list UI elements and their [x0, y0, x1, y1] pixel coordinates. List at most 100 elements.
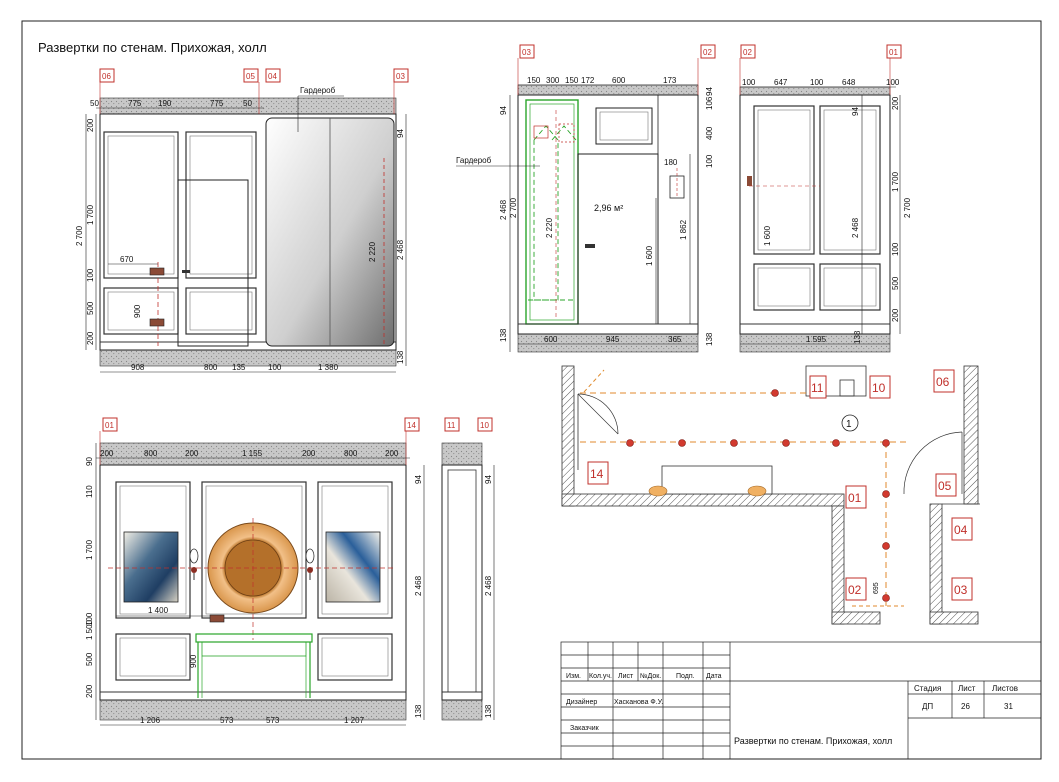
wall-outline: [517, 94, 699, 335]
door-handle: [182, 270, 190, 273]
svg-text:04: 04: [268, 72, 277, 81]
svg-text:Кол.уч.: Кол.уч.: [589, 673, 612, 680]
svg-text:600: 600: [612, 76, 626, 85]
svg-text:2 700: 2 700: [509, 197, 518, 218]
svg-text:50: 50: [90, 99, 99, 108]
svg-text:106: 106: [705, 96, 714, 110]
svg-text:03: 03: [522, 48, 531, 57]
svg-text:110: 110: [85, 485, 94, 498]
elevation-view-1: 670 900 2 220 06 05 04 03 50 775 190 775…: [75, 68, 409, 373]
wall-panel: [185, 287, 257, 335]
svg-text:670: 670: [120, 255, 134, 264]
svg-text:150: 150: [527, 76, 541, 85]
wall-panel-inner: [107, 291, 175, 331]
svg-text:Лист: Лист: [958, 684, 976, 693]
wall-panel-inner: [189, 135, 253, 275]
svg-text:94: 94: [484, 475, 493, 484]
wall-panel-inner: [189, 291, 253, 331]
svg-text:500: 500: [86, 301, 95, 315]
svg-text:200: 200: [302, 449, 316, 458]
svg-text:800: 800: [344, 449, 358, 458]
svg-text:1 700: 1 700: [85, 539, 94, 560]
svg-text:138: 138: [484, 704, 493, 718]
svg-text:775: 775: [210, 99, 224, 108]
svg-text:200: 200: [86, 118, 95, 132]
svg-text:05: 05: [938, 479, 952, 493]
door: [177, 179, 249, 347]
svg-text:648: 648: [842, 78, 856, 87]
svg-text:647: 647: [774, 78, 788, 87]
svg-text:135: 135: [232, 363, 246, 372]
svg-text:14: 14: [407, 421, 416, 430]
sheet-title: Развертки по стенам. Прихожая, холл: [38, 40, 267, 55]
svg-text:900: 900: [189, 654, 198, 668]
svg-text:11: 11: [811, 381, 824, 395]
svg-text:02: 02: [703, 48, 712, 57]
svg-text:190: 190: [158, 99, 172, 108]
floor-slab: [99, 349, 397, 367]
svg-text:Стадия: Стадия: [914, 684, 941, 693]
svg-text:01: 01: [848, 491, 862, 505]
svg-text:1 600: 1 600: [763, 225, 772, 246]
svg-text:100: 100: [891, 242, 900, 256]
svg-text:800: 800: [144, 449, 158, 458]
svg-text:14: 14: [590, 467, 604, 481]
svg-text:138: 138: [853, 330, 862, 344]
svg-text:200: 200: [100, 449, 114, 458]
svg-text:1 400: 1 400: [148, 606, 169, 615]
svg-text:200: 200: [385, 449, 399, 458]
svg-text:173: 173: [663, 76, 677, 85]
svg-text:11: 11: [447, 421, 456, 430]
svg-text:2 468: 2 468: [499, 199, 508, 220]
svg-text:600: 600: [544, 335, 558, 344]
svg-text:04: 04: [954, 523, 968, 537]
svg-text:100: 100: [886, 78, 900, 87]
svg-text:200: 200: [185, 449, 199, 458]
svg-text:2 700: 2 700: [903, 197, 912, 218]
socket-icon: [149, 267, 165, 276]
ceiling-light-points: [626, 389, 890, 602]
svg-text:2 220: 2 220: [545, 217, 554, 238]
svg-text:908: 908: [131, 363, 145, 372]
title-block-text: Изм. Кол.уч. Лист №Док. Подп. Дата Дизай…: [566, 673, 1018, 746]
svg-text:800: 800: [204, 363, 218, 372]
svg-text:500: 500: [85, 652, 94, 666]
svg-text:Заказчик: Заказчик: [570, 725, 600, 732]
svg-text:100: 100: [85, 612, 94, 626]
svg-text:100: 100: [742, 78, 756, 87]
svg-text:1 700: 1 700: [86, 204, 95, 225]
svg-text:1 700: 1 700: [891, 171, 900, 192]
svg-text:94: 94: [851, 107, 860, 116]
svg-text:775: 775: [128, 99, 142, 108]
svg-text:94: 94: [414, 475, 423, 484]
svg-text:100: 100: [810, 78, 824, 87]
svg-text:31: 31: [1004, 702, 1013, 711]
svg-text:1 595: 1 595: [806, 335, 827, 344]
svg-text:100: 100: [705, 154, 714, 168]
svg-text:02: 02: [848, 583, 862, 597]
elevation-view-3: 02 01 100 647 100 648 100 1 600 94 2 468…: [739, 44, 912, 353]
svg-text:Хасканова Ф.У.: Хасканова Ф.У.: [614, 699, 663, 706]
view1-tags: 06 05 04 03: [99, 68, 409, 114]
svg-text:400: 400: [705, 126, 714, 140]
svg-text:06: 06: [936, 375, 950, 389]
svg-text:900: 900: [133, 304, 142, 318]
svg-text:01: 01: [105, 421, 114, 430]
svg-text:Гардероб: Гардероб: [456, 156, 492, 165]
svg-text:2 468: 2 468: [396, 239, 405, 260]
svg-text:1 600: 1 600: [645, 245, 654, 266]
svg-text:01: 01: [889, 48, 898, 57]
svg-text:945: 945: [606, 335, 620, 344]
svg-text:50: 50: [243, 99, 252, 108]
svg-text:Подп.: Подп.: [676, 673, 695, 680]
svg-text:2 468: 2 468: [851, 217, 860, 238]
svg-text:1 380: 1 380: [318, 363, 339, 372]
svg-text:1: 1: [846, 419, 852, 430]
svg-text:573: 573: [220, 716, 234, 725]
elevation-view-2: 03 02 150 300 150 172 600 173 Гардероб 2…: [456, 44, 716, 353]
elevation-view-5: 11 10 94 2 468 138: [441, 417, 495, 721]
svg-text:03: 03: [396, 72, 405, 81]
wall-panel: [185, 131, 257, 279]
svg-text:Гардероб: Гардероб: [300, 86, 336, 95]
svg-text:200: 200: [891, 96, 900, 110]
